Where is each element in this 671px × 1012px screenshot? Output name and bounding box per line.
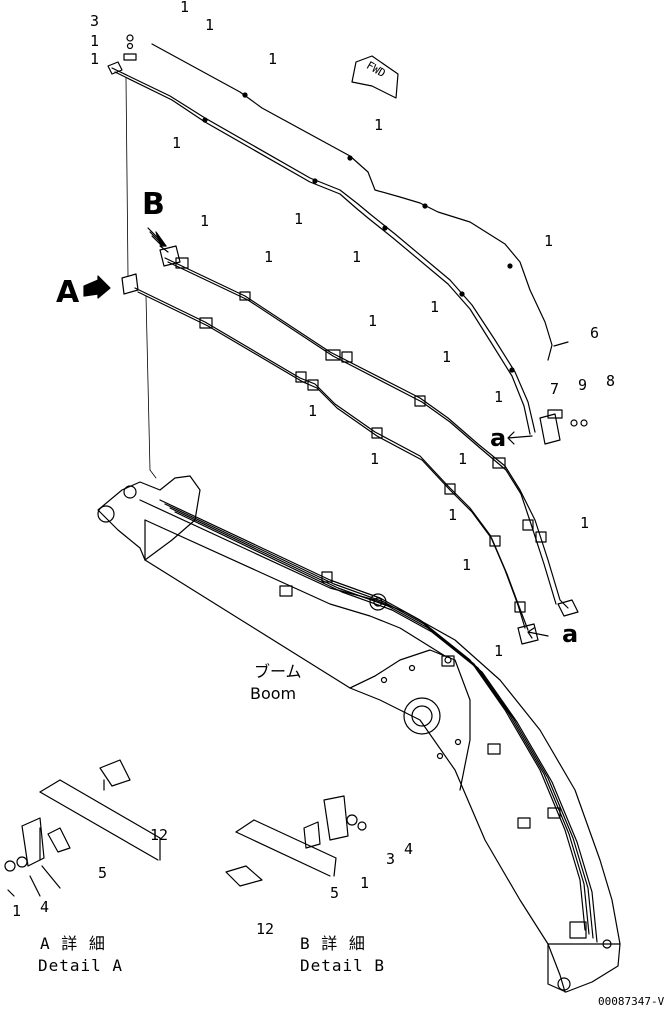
detail-a-drawing: [4, 759, 161, 897]
part-label-1-j6: 1: [352, 248, 362, 266]
detail-a-caption-jp: A 詳 細: [40, 934, 106, 953]
view-a-label: A: [56, 275, 80, 310]
detail-a-label-4: 4: [40, 898, 50, 916]
part-label-1-j5: 1: [294, 210, 304, 228]
part-label-1-l8: 1: [448, 506, 458, 524]
view-arrows: [83, 227, 549, 639]
part-label-1-j4: 1: [172, 134, 182, 152]
part-label-3-top: 3: [90, 12, 100, 30]
detail-a-caption-en: Detail A: [38, 956, 124, 975]
view-a-arrow: [83, 275, 111, 299]
detail-b-drawing: [225, 795, 367, 887]
fwd-arrow-icon: [351, 55, 399, 99]
boom-label-en: Boom: [250, 684, 297, 703]
view-b-arrow: [155, 231, 167, 247]
lower-hydraulic-pipes: [121, 245, 579, 645]
part-label-1-l1: 1: [200, 212, 210, 230]
detail-b-label-5: 5: [330, 884, 340, 902]
part-label-9: 9: [578, 376, 588, 394]
part-label-1-j1: 1: [205, 16, 215, 34]
part-label-1-l6: 1: [370, 450, 380, 468]
detail-a-label-1: 1: [12, 902, 22, 920]
part-label-1-l9: 1: [580, 514, 590, 532]
alignment-lines: [125, 77, 157, 479]
part-label-7: 7: [550, 380, 560, 398]
part-label-1-top-a: 1: [90, 32, 100, 50]
detail-b-label-12: 12: [256, 920, 275, 938]
detail-b-caption-en: Detail B: [300, 956, 386, 975]
part-label-1-j2: 1: [268, 50, 278, 68]
part-label-1-j9: 1: [494, 388, 504, 406]
part-label-1-l4: 1: [442, 348, 452, 366]
detail-b-label-4: 4: [404, 840, 414, 858]
part-label-1-j7: 1: [544, 232, 554, 250]
part-label-1-top-b: 1: [90, 50, 100, 68]
part-label-1-top-c: 1: [180, 0, 190, 16]
part-label-1-l3: 1: [368, 312, 378, 330]
part-label-1-l10: 1: [462, 556, 472, 574]
callout-a-lower: a: [562, 620, 579, 648]
detail-b-caption-jp: B 詳 細: [300, 934, 366, 953]
callout-a-upper: a: [490, 424, 507, 452]
part-label-1-j8: 1: [430, 298, 440, 316]
part-label-6: 6: [590, 324, 600, 342]
detail-a-label-5: 5: [98, 864, 108, 882]
part-label-1-j3: 1: [374, 116, 384, 134]
part-label-1-l2: 1: [264, 248, 274, 266]
upper-hydraulic-pipes: [107, 34, 588, 445]
part-label-1-l11: 1: [494, 642, 504, 660]
detail-b-label-3: 3: [386, 850, 396, 868]
detail-b-label-1: 1: [360, 874, 370, 892]
view-b-label: B: [142, 187, 165, 222]
boom-label-jp: ブーム: [254, 662, 302, 681]
part-label-1-l7: 1: [458, 450, 468, 468]
part-label-1-l5: 1: [308, 402, 318, 420]
part-label-8: 8: [606, 372, 616, 390]
drawing-code: 00087347-V: [598, 995, 665, 1008]
detail-a-label-12: 12: [150, 826, 169, 844]
boom-structure: [97, 475, 621, 993]
